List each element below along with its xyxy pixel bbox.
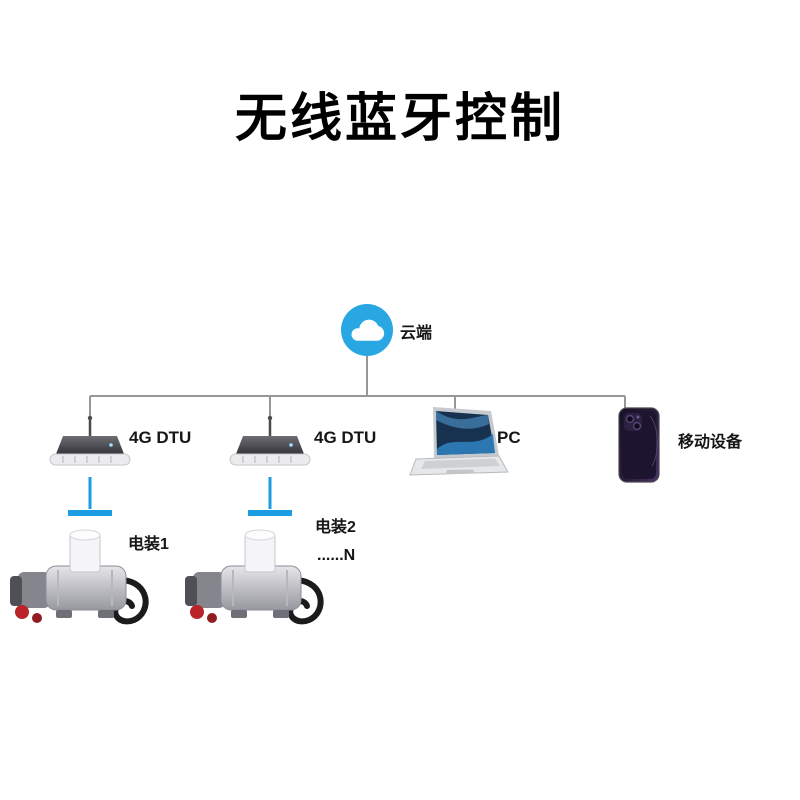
router-antenna-icon-1	[49, 415, 131, 466]
actuator1-label: 电装1	[128, 536, 169, 553]
mobile-label: 移动设备	[678, 434, 743, 451]
actuator2-label: 电装2	[315, 519, 356, 536]
laptop-icon	[409, 407, 509, 476]
cloud-glyph	[351, 319, 385, 341]
cloud-icon	[341, 304, 393, 356]
actuator-icon-2	[185, 529, 324, 625]
actuator-icon-1	[10, 529, 149, 625]
smartphone-icon	[618, 407, 660, 483]
pc-label: PC	[497, 428, 521, 447]
page-title: 无线蓝牙控制	[234, 90, 565, 148]
dtu1-label: 4G DTU	[129, 428, 192, 447]
cloud-label: 云端	[400, 325, 433, 342]
dtu2-label: 4G DTU	[314, 428, 377, 447]
router-antenna-icon-2	[229, 415, 311, 466]
actuator-n-label: ......N	[317, 547, 356, 564]
